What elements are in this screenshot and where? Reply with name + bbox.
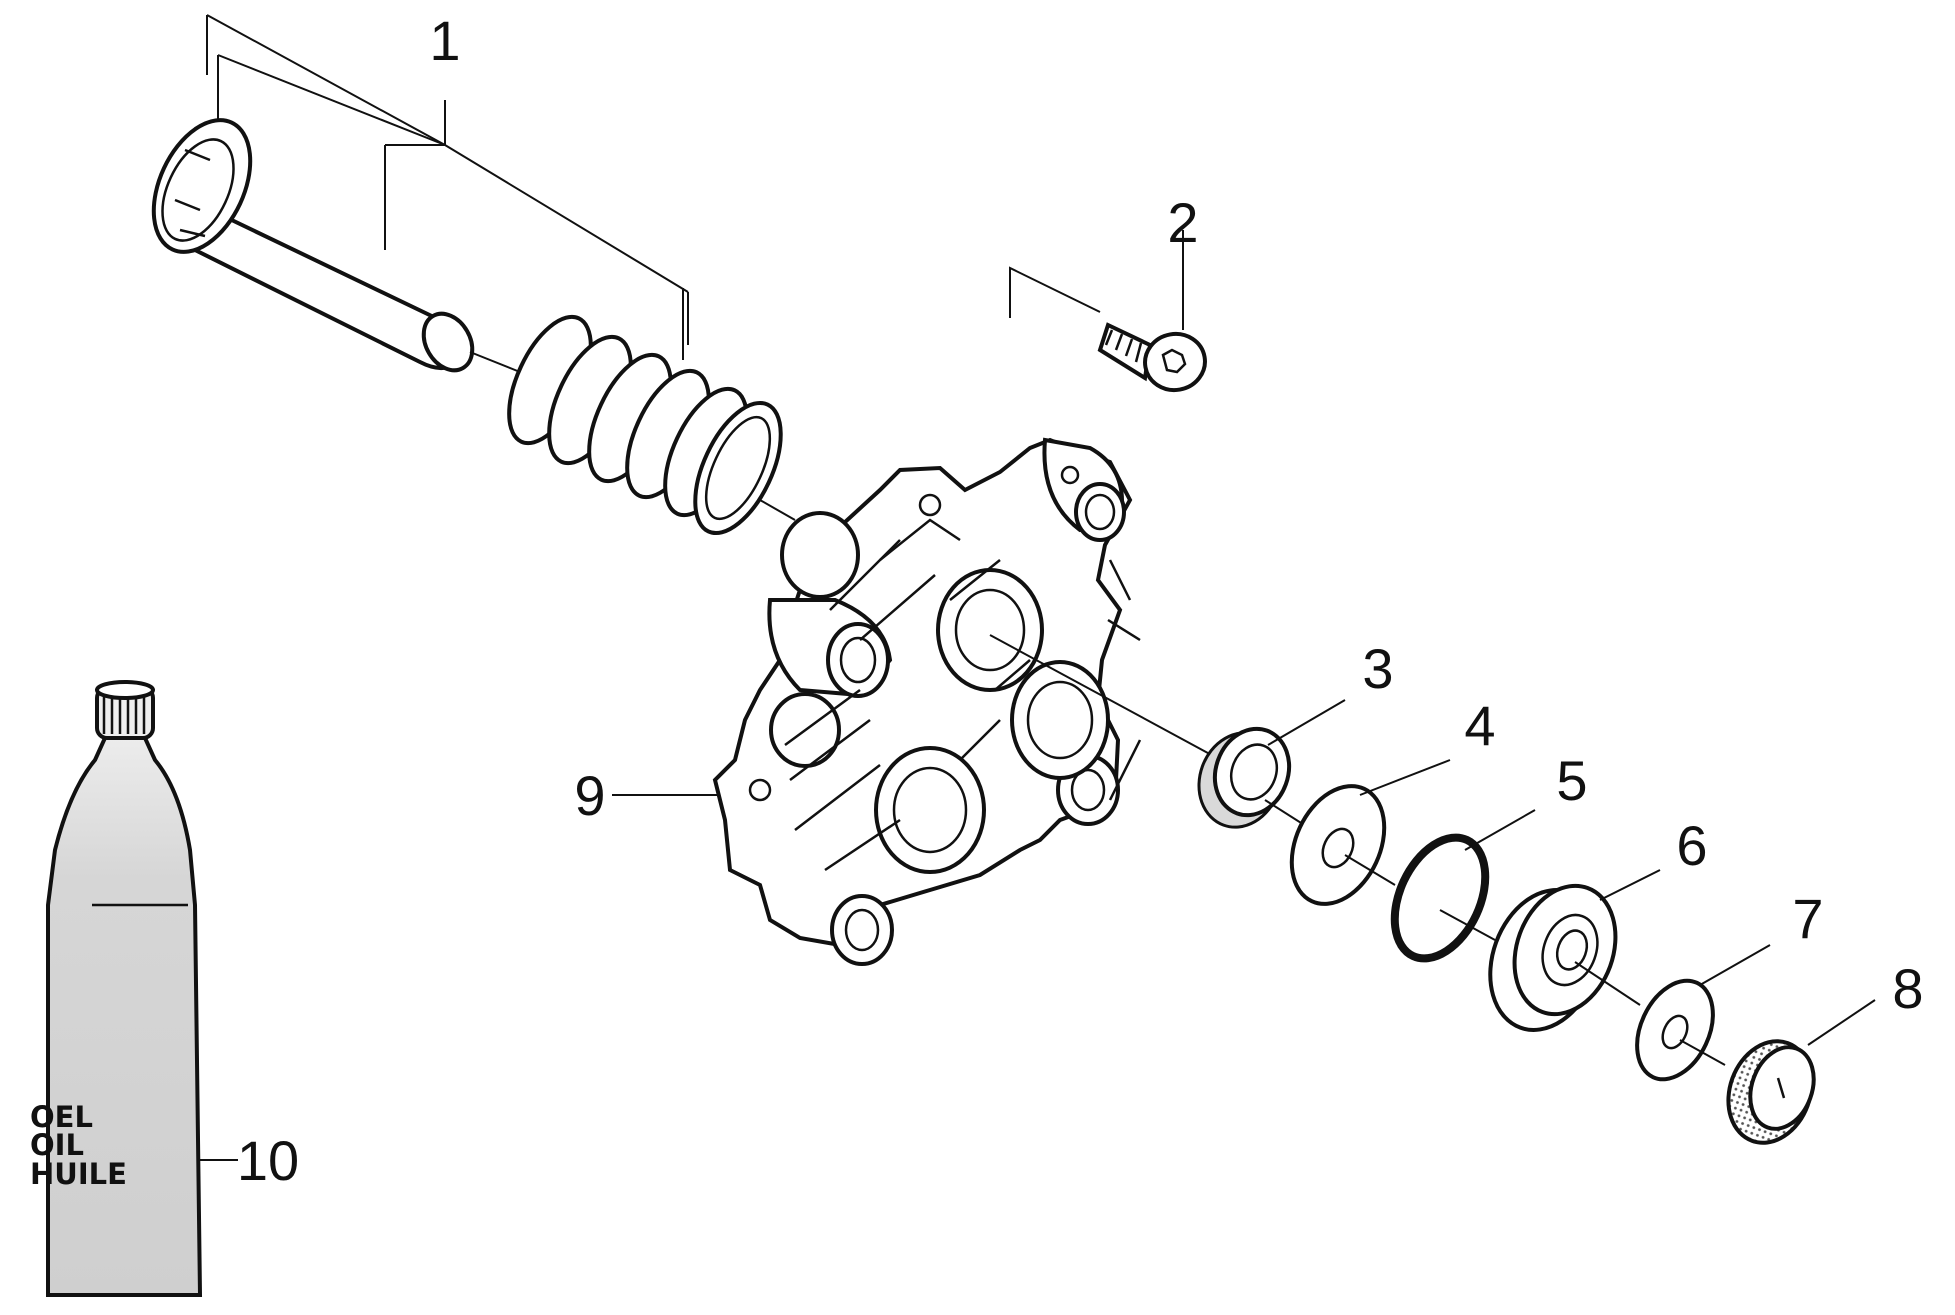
screw [1009,230,1207,393]
pump-housing [712,437,1231,966]
o-ring [1390,809,1536,963]
callout-7: 7 [1792,887,1823,950]
callout-6: 6 [1676,814,1707,877]
bushing [1726,999,1876,1145]
callout-3: 3 [1362,637,1393,700]
bottle-label-line2: OIL [30,1128,84,1162]
bottle-label-line1: OEL [30,1100,93,1134]
seal [1197,699,1346,836]
callout-4: 4 [1464,694,1495,757]
callout-10: 10 [237,1129,299,1192]
oil-bottle: OEL OIL HUILE [30,680,238,1297]
callout-8: 8 [1892,957,1923,1020]
washer-small [1635,944,1771,1082]
bearing-housing [1488,869,1661,1032]
callout-1: 1 [429,9,460,72]
callout-2: 2 [1167,191,1198,254]
bottle-label-line3: HUILE [30,1157,127,1191]
piston-with-spring [151,14,796,536]
washer [1289,759,1451,906]
callout-9: 9 [574,764,605,827]
callout-5: 5 [1556,749,1587,812]
